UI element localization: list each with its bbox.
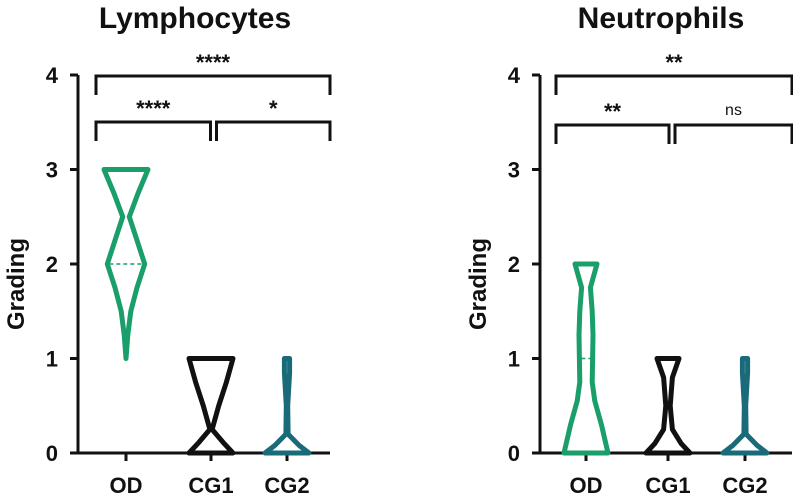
significance-bracket (554, 123, 671, 144)
violin-CG1 (186, 356, 236, 456)
significance-label: ** (665, 50, 683, 75)
x-tick-label: CG1 (645, 473, 690, 498)
violin-CG2 (262, 356, 312, 456)
significance-label: **** (136, 96, 171, 121)
violin-CG2 (720, 356, 770, 456)
chart-title: Lymphocytes (99, 2, 291, 35)
significance-bracket (94, 120, 212, 141)
significance-bracket (215, 120, 332, 141)
x-tick-label: CG2 (264, 473, 309, 498)
y-tick-label: 0 (46, 441, 58, 466)
significance-label: ns (725, 102, 742, 119)
y-tick-label: 4 (508, 63, 521, 88)
significance-bracket (94, 74, 332, 95)
y-axis-label: Grading (3, 238, 30, 330)
violin-OD (561, 261, 611, 456)
significance-label: ** (604, 99, 622, 124)
violin-OD (101, 167, 151, 361)
x-tick-label: CG1 (188, 473, 233, 498)
violin-CG1 (643, 356, 693, 456)
chart-title: Neutrophils (578, 2, 745, 35)
y-tick-label: 3 (508, 158, 520, 183)
y-tick-label: 4 (46, 63, 59, 88)
y-tick-label: 2 (508, 252, 520, 277)
significance-label: * (269, 96, 278, 121)
significance-label: **** (196, 50, 231, 75)
x-tick-label: CG2 (722, 473, 767, 498)
significance-bracket (554, 74, 793, 95)
y-tick-label: 1 (46, 347, 58, 372)
significance-bracket (673, 123, 793, 144)
y-tick-label: 2 (46, 252, 58, 277)
y-axis-label: Grading (465, 238, 492, 330)
y-tick-label: 1 (508, 347, 520, 372)
y-tick-label: 3 (46, 158, 58, 183)
x-tick-label: OD (570, 473, 603, 498)
y-tick-label: 0 (508, 441, 520, 466)
x-tick-label: OD (110, 473, 143, 498)
